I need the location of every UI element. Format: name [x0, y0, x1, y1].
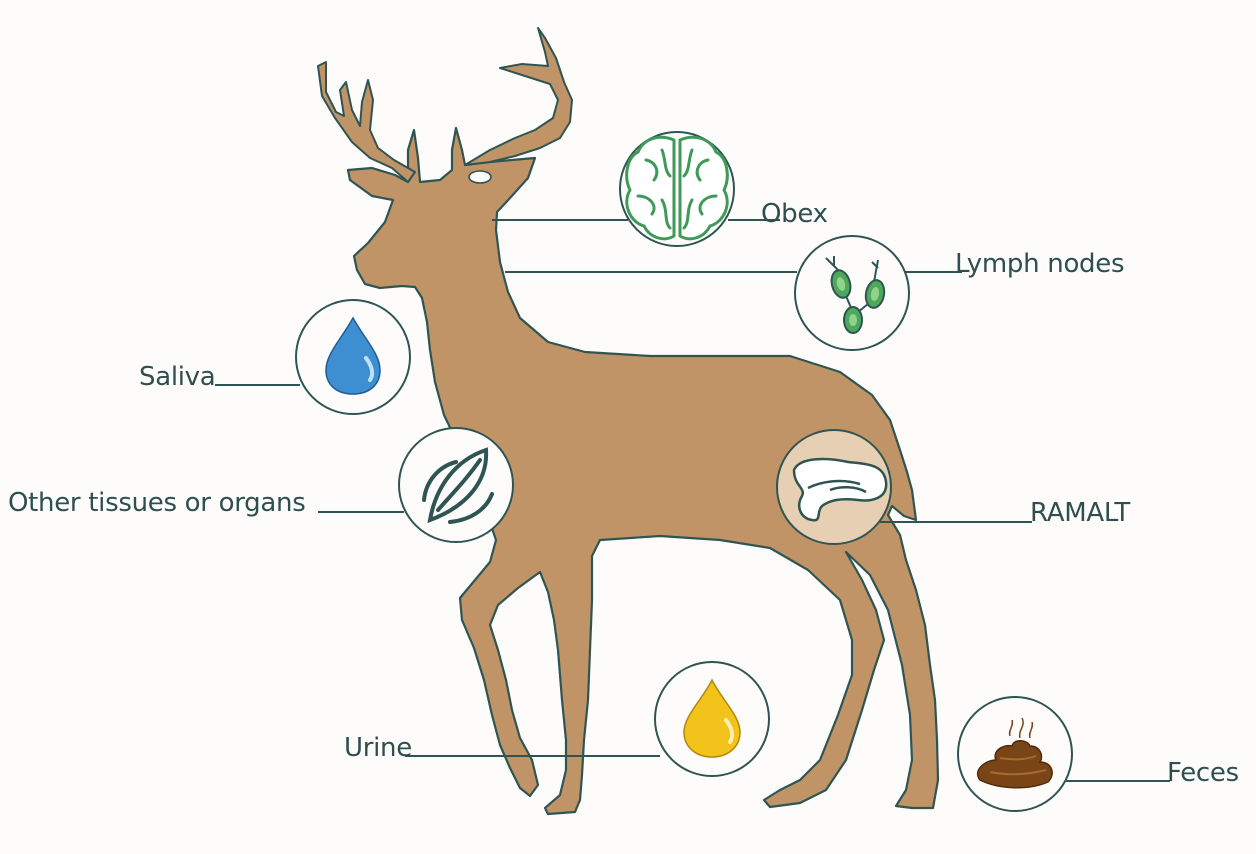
deer-eye	[469, 171, 491, 183]
antler-right	[465, 28, 572, 165]
antler-left	[318, 62, 415, 182]
lymph-nodes-label: Lymph nodes	[955, 249, 1124, 279]
deer-silhouette	[318, 28, 938, 814]
other-tissues-label: Other tissues or organs	[8, 488, 305, 518]
urine-label: Urine	[344, 733, 412, 763]
other-tissues-circle	[399, 428, 513, 542]
saliva-label: Saliva	[139, 362, 215, 392]
feces-label: Feces	[1167, 758, 1239, 788]
obex-label: Obex	[761, 199, 828, 229]
ramalt-label: RAMALT	[1030, 498, 1130, 528]
